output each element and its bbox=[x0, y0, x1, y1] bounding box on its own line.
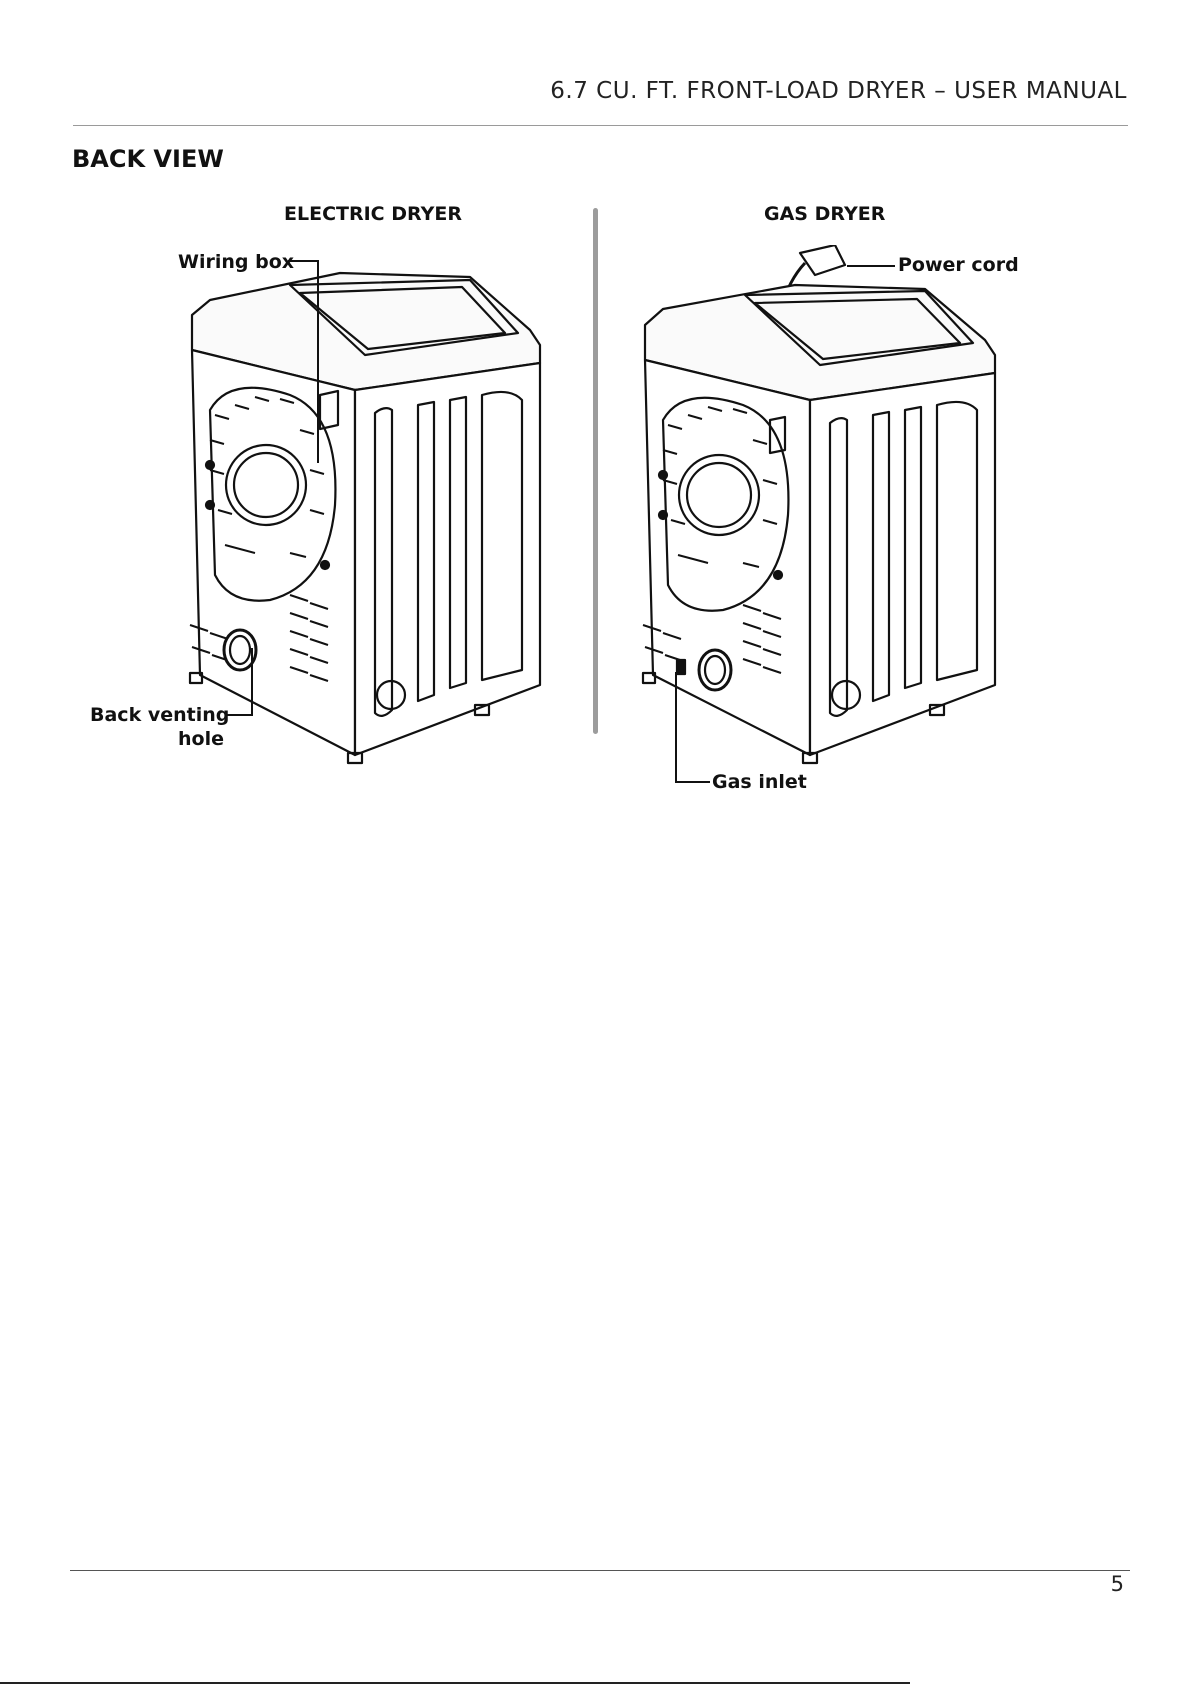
wiring-box-leader-line bbox=[285, 255, 325, 470]
wiring-box-label: Wiring box bbox=[178, 250, 294, 274]
panel-divider bbox=[593, 208, 598, 734]
power-cord-leader-line bbox=[845, 258, 900, 278]
running-header: 6.7 CU. FT. FRONT-LOAD DRYER – USER MANU… bbox=[550, 78, 1127, 104]
page-number: 5 bbox=[1111, 1572, 1124, 1596]
gas-dryer-title: GAS DRYER bbox=[764, 203, 885, 225]
header-divider bbox=[73, 125, 1128, 126]
back-venting-label-line2: hole bbox=[178, 727, 224, 751]
footer-divider bbox=[70, 1570, 1130, 1571]
power-cord-label: Power cord bbox=[898, 253, 1019, 277]
back-venting-label-line1: Back venting bbox=[90, 703, 229, 727]
back-venting-leader-line bbox=[222, 640, 262, 720]
electric-dryer-title: ELECTRIC DRYER bbox=[284, 203, 462, 225]
gas-inlet-label: Gas inlet bbox=[712, 770, 807, 794]
section-title: BACK VIEW bbox=[72, 145, 224, 173]
gas-inlet-leader-line bbox=[670, 670, 715, 788]
